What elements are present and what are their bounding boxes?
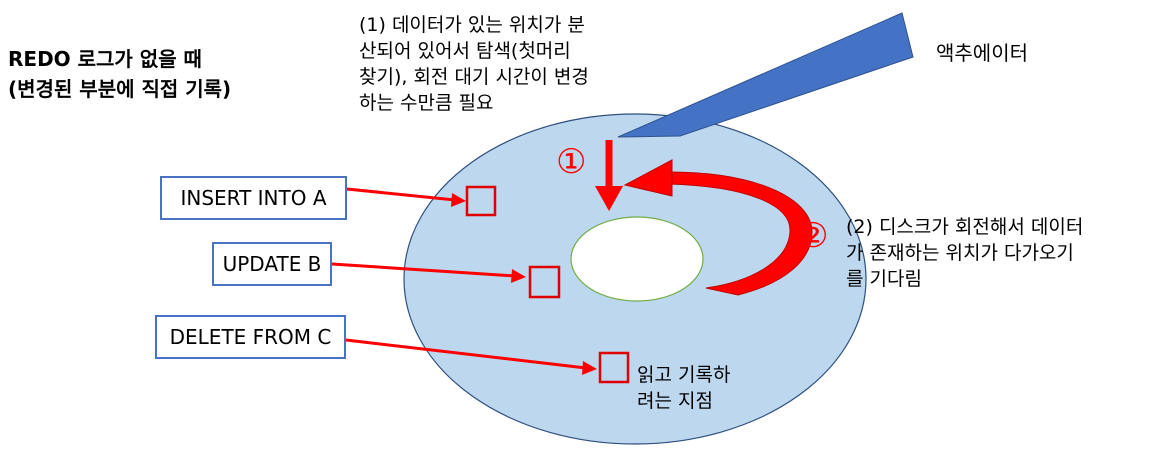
rotation-note-line-3: 를 기다림	[846, 268, 922, 290]
insert-connector-head	[451, 193, 466, 207]
command-update-label: UPDATE B	[222, 252, 322, 276]
title-line-2: (변경된 부분에 직접 기록)	[8, 77, 232, 101]
update-connector	[331, 262, 516, 278]
delete-connector	[345, 338, 587, 370]
seek-arrow-head	[595, 186, 623, 211]
seek-note-line-3: 찾기), 회전 대기 시간이 변경	[359, 66, 589, 88]
seek-note: (1) 데이터가 있는 위치가 분 산되어 있어서 탐색(첫머리 찾기), 회전…	[359, 12, 589, 116]
delete-connector-head	[582, 361, 597, 375]
read-write-note: 읽고 기록하 려는 지점	[637, 362, 730, 414]
command-delete-label: DELETE FROM C	[169, 325, 332, 349]
target-square-delete	[598, 351, 630, 384]
command-delete: DELETE FROM C	[155, 315, 346, 359]
rotation-note-line-1: (2) 디스크가 회전해서 데이터	[846, 216, 1084, 238]
seek-note-line-1: (1) 데이터가 있는 위치가 분	[359, 14, 585, 36]
rotation-note-line-2: 가 존재하는 위치가 다가오기	[846, 242, 1074, 264]
step-2-marker: ②	[798, 216, 829, 256]
step-1-marker: ①	[556, 142, 587, 182]
read-write-note-line-1: 읽고 기록하	[637, 364, 731, 386]
rotation-arrow-head	[623, 159, 673, 197]
title-line-1: REDO 로그가 없을 때	[8, 47, 202, 71]
seek-note-line-4: 하는 수만큼 필요	[359, 92, 494, 114]
rotation-note: (2) 디스크가 회전해서 데이터 가 존재하는 위치가 다가오기 를 기다림	[846, 214, 1083, 292]
insert-connector	[346, 187, 456, 202]
disk-hub	[570, 216, 704, 302]
update-connector-head	[511, 269, 526, 283]
target-square-update	[528, 265, 561, 299]
command-insert-label: INSERT INTO A	[180, 186, 327, 210]
actuator-arm	[617, 12, 914, 138]
target-square-insert	[465, 185, 497, 217]
rotation-arrow	[667, 171, 813, 296]
actuator-label: 액추에이터	[936, 41, 1028, 65]
command-update: UPDATE B	[212, 242, 332, 286]
page-title: REDO 로그가 없을 때 (변경된 부분에 직접 기록)	[8, 44, 231, 104]
read-write-note-line-2: 려는 지점	[637, 390, 713, 412]
command-insert: INSERT INTO A	[160, 176, 347, 220]
seek-note-line-2: 산되어 있어서 탐색(첫머리	[359, 40, 571, 62]
